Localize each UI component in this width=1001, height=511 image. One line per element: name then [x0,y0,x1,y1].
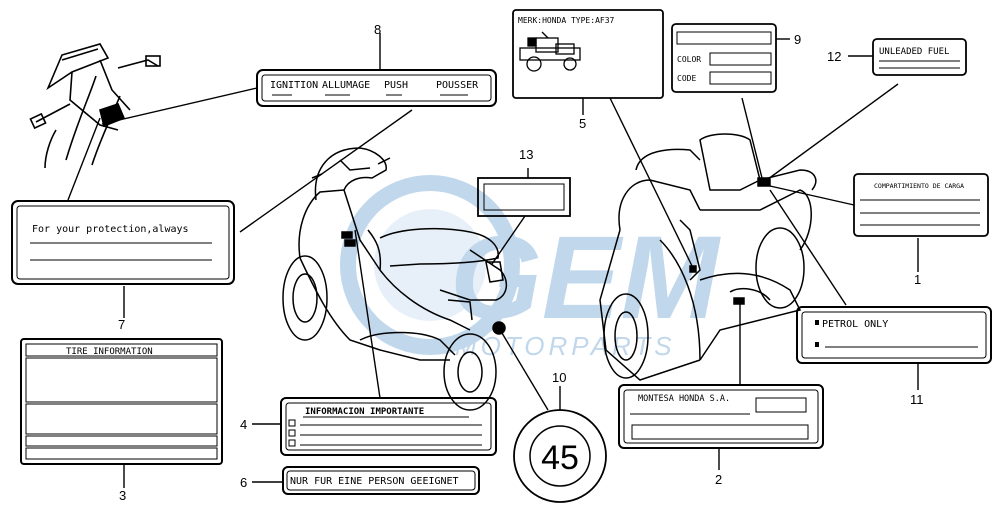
callout-numbers: 8 5 9 12 1 7 13 4 6 3 10 2 11 [118,22,924,503]
callout-2: 2 [715,472,722,487]
label-protection: For your protection,always [11,200,235,285]
label-color-code: COLOR CODE [671,23,777,93]
ignition-word-1: IGNITION [270,80,318,91]
callout-9: 9 [794,32,801,47]
label-ignition: IGNITION ALLUMAGE PUSH POUSSER [256,69,497,107]
ignition-word-3: PUSH [384,80,408,91]
label-frame-type: MERK:HONDA TYPE:AF37 [512,9,664,99]
tire-text: TIRE INFORMATION [66,347,153,357]
callout-5: 5 [579,116,586,131]
label-compartment: COMPARTIMIENTO DE CARGA [853,173,989,237]
callout-4: 4 [240,417,247,432]
watermark-ring [340,175,520,355]
ignition-word-4: POUSSER [436,80,479,91]
unleaded-text: UNLEADED FUEL [879,47,949,57]
montesa-text: MONTESA HONDA S.A. [638,394,730,404]
merk-text: MERK:HONDA TYPE:AF37 [518,16,615,25]
color-label: COLOR [677,55,701,64]
callout-8: 8 [374,22,381,37]
code-label: CODE [677,74,696,83]
callout-7: 7 [118,317,125,332]
label-blank [477,177,571,217]
label-tire-information: TIRE INFORMATION [20,338,223,465]
callout-11: 11 [910,392,924,407]
callout-13: 13 [519,147,533,162]
callout-1: 1 [914,272,921,287]
petrol-text: PETROL ONLY [822,319,888,330]
scooter-center-illustration [282,147,508,411]
label-speed-limit: 45 [513,409,607,503]
callout-12: 12 [827,49,841,64]
tractor-icon [519,31,581,72]
label-single-person: NUR FUR EINE PERSON GEEIGNET [282,466,480,495]
scooter-right-illustration [599,133,817,381]
callout-6: 6 [240,475,247,490]
leader-lines [67,33,919,488]
protection-text: For your protection,always [32,224,189,235]
informacion-text: INFORMACION IMPORTANTE [305,407,424,417]
watermark-brand: GEM [450,212,721,344]
ignition-word-2: ALLUMAGE [322,80,370,91]
compartment-text: COMPARTIMIENTO DE CARGA [874,182,964,190]
label-montesa: MONTESA HONDA S.A. [618,384,824,449]
speed-number: 45 [541,439,579,477]
label-unleaded-fuel: UNLEADED FUEL [872,38,967,76]
label-informacion-importante: INFORMACION IMPORTANTE [280,397,497,456]
callout-3: 3 [119,488,126,503]
handlebar-illustration [29,43,161,169]
callout-10: 10 [552,370,566,385]
nur-text: NUR FUR EINE PERSON GEEIGNET [290,476,459,487]
label-petrol-only: PETROL ONLY [796,306,992,364]
